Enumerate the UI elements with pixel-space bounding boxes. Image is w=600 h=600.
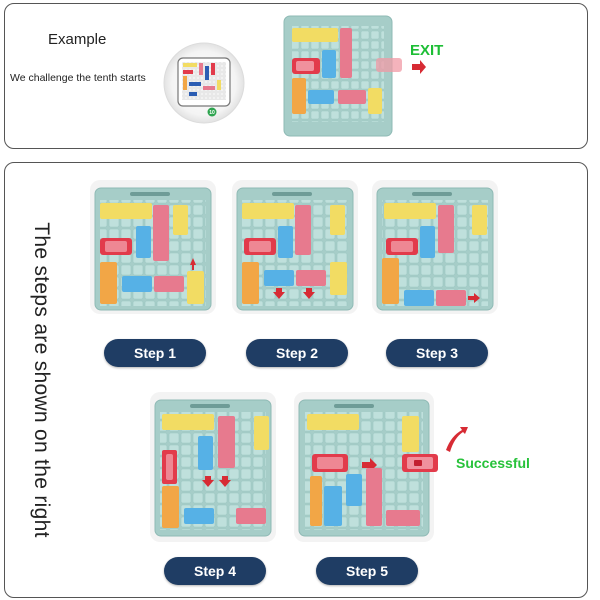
- step-board-1: [90, 180, 216, 314]
- example-caption: We challenge the tenth starts: [10, 72, 146, 84]
- step-board-4: [150, 392, 276, 542]
- example-title: Example: [48, 31, 107, 48]
- step-label-2: Step 2: [246, 339, 348, 367]
- example-thumbnail: 10: [163, 42, 245, 124]
- step-label-4: Step 4: [164, 557, 266, 585]
- example-board: [283, 15, 426, 137]
- step-label-5: Step 5: [316, 557, 418, 585]
- step-board-5: [294, 392, 468, 542]
- level-number: 10: [209, 110, 215, 116]
- step-board-2: [232, 180, 358, 314]
- step-label-3: Step 3: [386, 339, 488, 367]
- level-badge: [207, 107, 217, 117]
- exit-label: EXIT: [410, 42, 444, 59]
- success-label: Successful: [456, 455, 530, 471]
- step-label-1: Step 1: [104, 339, 206, 367]
- step-board-3: [372, 180, 498, 314]
